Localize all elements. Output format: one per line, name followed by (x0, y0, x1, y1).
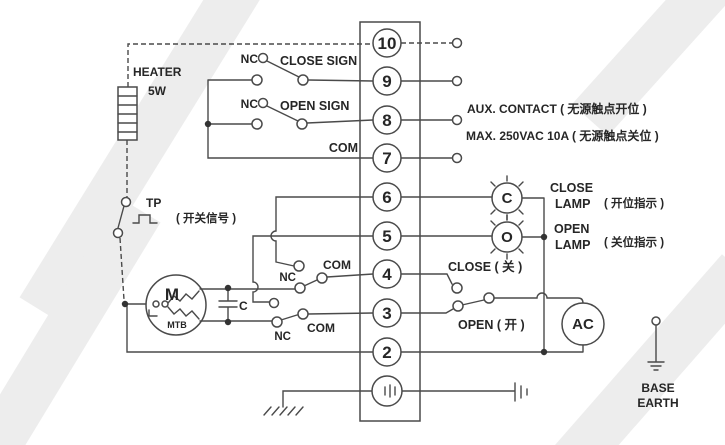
terminal-2 (372, 337, 402, 367)
terminal-label: 3 (382, 304, 391, 323)
terminal-4 (372, 259, 402, 289)
upper-nc-label: NC (279, 272, 296, 284)
terminal-label: 5 (382, 227, 391, 246)
upper-limit-switch (293, 260, 328, 294)
terminal-label: 8 (382, 111, 391, 130)
open-command-label: OPEN ( 开 ) (458, 318, 525, 332)
tp-note: ( 开关信号 ) (176, 211, 236, 225)
terminal-label: 2 (382, 343, 391, 362)
base-earth: BASE EARTH (637, 316, 679, 410)
motor-label: M (165, 285, 179, 304)
tp-label: TP (146, 196, 161, 210)
terminal-earth-glyph (384, 384, 396, 398)
terminal-label: 9 (382, 72, 391, 91)
open-lamp-word2: LAMP (555, 238, 590, 252)
aux-contact-wires (207, 60, 453, 159)
limit-switch-wires (124, 196, 374, 322)
terminal-5 (372, 221, 402, 251)
heater-rating: 5W (148, 84, 167, 98)
aux-contact-note: AUX. CONTACT ( 无源触点开位 ) (467, 101, 647, 116)
open-lamp-word1: OPEN (554, 222, 589, 236)
motor-mtb-label: MTB (167, 320, 187, 330)
close-lamp-note: ( 开位指示 ) (604, 196, 664, 210)
motor: M MTB (145, 274, 207, 336)
close-sign-nc-label: NC (241, 52, 259, 66)
capacitor-symbol (218, 287, 238, 323)
open-sign-switch (251, 97, 308, 130)
open-sign-nc-label: NC (241, 97, 259, 111)
dashed-heater-terminal10-wire (119, 42, 452, 301)
lamp-ac-wires (400, 196, 584, 353)
capacitor-label: C (239, 299, 248, 313)
close-lamp: C (490, 175, 524, 221)
open-lamp-symbol: O (501, 229, 513, 246)
terminal-label: 4 (382, 265, 392, 284)
base-earth-word1: BASE (641, 381, 674, 395)
ac-label: AC (572, 316, 594, 333)
open-lamp-note: ( 关位指示 ) (604, 235, 664, 249)
open-sign-label: OPEN SIGN (280, 99, 349, 113)
terminal-9 (372, 66, 402, 96)
tp-contact-bottom (112, 227, 124, 239)
terminal-6 (372, 182, 402, 212)
tp-switch-symbol (117, 205, 158, 229)
lower-nc-label: NC (274, 331, 291, 343)
command-switch (451, 282, 495, 312)
heater-resistor (117, 86, 138, 141)
max-rating-note: MAX. 250VAC 10A ( 无源触点关位 ) (466, 128, 659, 143)
terminal-strip: 10 9 8 7 6 5 4 3 2 (359, 21, 421, 422)
com-top-label: COM (329, 141, 358, 155)
terminal-earth (371, 375, 403, 407)
close-lamp-word2: LAMP (555, 197, 590, 211)
base-earth-word2: EARTH (637, 396, 678, 410)
junction-dots (121, 120, 548, 356)
close-command-label: CLOSE ( 关 ) (448, 259, 522, 274)
lower-limit-switch (268, 297, 309, 328)
terminal-7 (372, 143, 402, 173)
terminal-3 (372, 298, 402, 328)
external-terminal-stubs (451, 37, 463, 164)
terminal-8 (372, 105, 402, 135)
terminal-10 (372, 28, 402, 58)
close-lamp-symbol: C (502, 190, 513, 207)
lower-com-label: COM (307, 321, 335, 335)
open-lamp: O (490, 214, 524, 260)
close-sign-label: CLOSE SIGN (280, 54, 357, 68)
terminal-label: 6 (382, 188, 391, 207)
close-lamp-word1: CLOSE (550, 181, 593, 195)
upper-com-label: COM (323, 258, 351, 272)
terminal-label: 7 (382, 149, 391, 168)
terminal-label: 10 (378, 34, 397, 53)
bottom-earth-wires (126, 303, 665, 416)
ac-source: AC (561, 302, 605, 346)
close-sign-switch (251, 52, 309, 86)
tp-contact-top (120, 196, 132, 208)
heater-label: HEATER (133, 65, 182, 79)
